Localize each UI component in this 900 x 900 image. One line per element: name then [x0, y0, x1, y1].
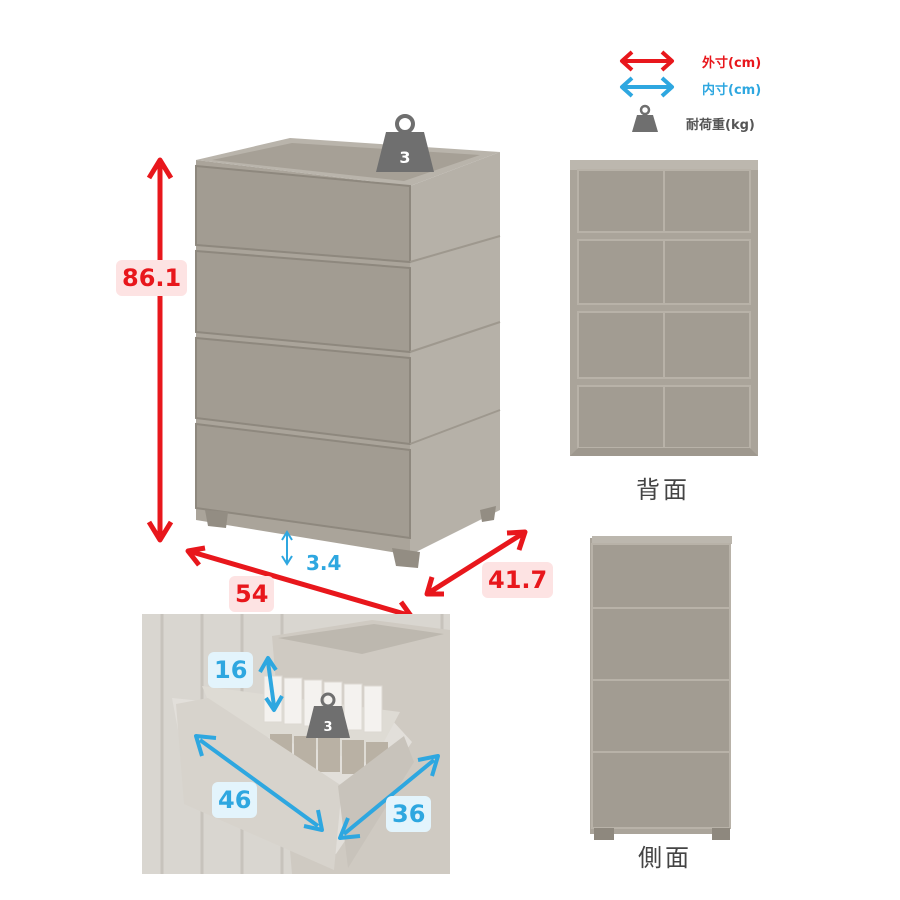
legend-inner-label: 内寸(cm)	[702, 83, 762, 98]
side-view-caption: 側面	[638, 844, 692, 872]
top-weight-icon: 3	[376, 114, 434, 172]
inner-height-arrow-icon	[258, 656, 284, 712]
height-label: 86.1	[116, 260, 188, 296]
drawer-weight-value: 3	[323, 720, 332, 735]
top-weight-value: 3	[399, 148, 410, 167]
weight-icon	[632, 104, 658, 132]
height-arrow-icon	[146, 157, 174, 543]
width-label: 54	[229, 576, 275, 612]
side-view-illustration	[590, 536, 732, 840]
leg-height-label: 3.4	[306, 551, 342, 575]
depth-arrow-icon	[424, 529, 528, 597]
depth-label: 41.7	[482, 562, 554, 598]
inner-height-label: 16	[208, 652, 254, 688]
outer-arrow-icon	[620, 50, 674, 72]
back-view-caption: 背面	[636, 476, 690, 504]
inner-width-arrow-icon	[194, 734, 324, 832]
drawer-interior-photo: 3	[142, 614, 450, 874]
chest-front-illustration: 3	[146, 114, 528, 620]
legend-load-label: 耐荷重(kg)	[686, 118, 755, 133]
back-view-illustration	[570, 160, 758, 456]
leg-arrow-icon	[281, 530, 293, 566]
width-arrow-icon	[185, 545, 414, 620]
drawer-weight-icon: 3	[306, 692, 350, 738]
inner-depth-label: 36	[386, 796, 432, 832]
inner-width-label: 46	[212, 782, 258, 818]
inner-arrow-icon	[620, 76, 674, 98]
legend-outer-label: 外寸(cm)	[702, 56, 762, 71]
